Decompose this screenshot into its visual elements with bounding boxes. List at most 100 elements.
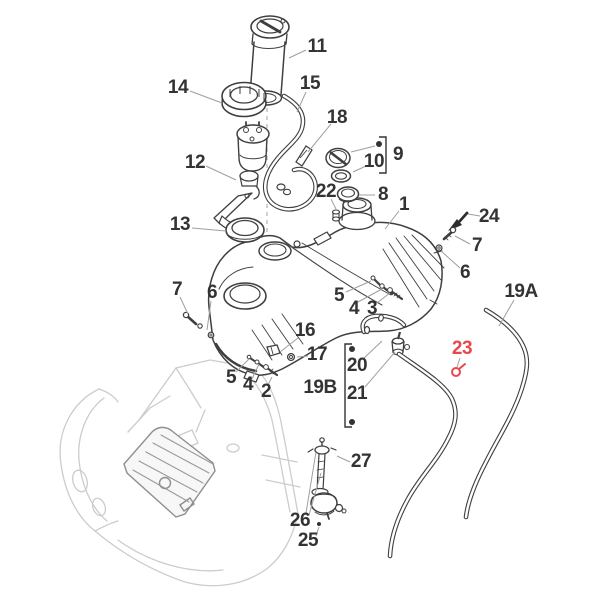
part-label-27[interactable]: 27 <box>350 451 372 472</box>
part-label-15[interactable]: 15 <box>299 73 321 94</box>
part-label-4-right[interactable]: 4 <box>348 298 360 319</box>
drain-hose <box>387 351 458 559</box>
bullet-dot <box>376 141 382 147</box>
leader-line-4-right <box>357 288 383 303</box>
tank-bracket-tab <box>313 231 332 246</box>
leader-line-6-right <box>440 250 461 269</box>
leader-line-12 <box>205 165 237 181</box>
part-label-10[interactable]: 10 <box>363 151 385 172</box>
screw-set-right <box>370 275 404 301</box>
bullet-dot <box>349 419 355 425</box>
hose-clip <box>295 145 313 167</box>
part-label-26[interactable]: 26 <box>289 510 311 531</box>
leader-line-7-left <box>179 296 189 315</box>
vent-hose <box>360 313 407 335</box>
group-bracket-9 <box>379 136 387 174</box>
part-label-23[interactable]: 23 <box>451 338 473 359</box>
part-label-5-right[interactable]: 5 <box>333 285 345 306</box>
leader-line-22 <box>330 198 337 210</box>
part-label-19B[interactable]: 19B <box>303 377 337 398</box>
floor-panel <box>123 426 216 518</box>
leader-line-23 <box>456 357 461 368</box>
pipe-clamp <box>266 344 281 357</box>
leader-line-26 <box>308 472 322 516</box>
leader-line-13 <box>191 227 227 232</box>
leader-line-21 <box>364 351 396 388</box>
leader-line-4-left <box>251 363 260 380</box>
fuel-pump-assembly <box>213 121 270 234</box>
breather-hose <box>262 93 318 212</box>
leader-line-20 <box>362 340 383 360</box>
leader-line-7-right <box>454 235 471 245</box>
bullet-dot <box>349 346 355 352</box>
group-bracket-19B <box>344 343 352 428</box>
part-label-4-left[interactable]: 4 <box>242 374 254 395</box>
part-label-8[interactable]: 8 <box>377 184 389 205</box>
highlighted-clip <box>451 363 466 377</box>
part-label-21[interactable]: 21 <box>346 383 368 404</box>
leader-line-17 <box>296 355 309 358</box>
leader-line-15 <box>296 91 307 113</box>
part-label-1[interactable]: 1 <box>398 194 410 215</box>
clamp-bolt <box>286 352 296 362</box>
part-label-25[interactable]: 25 <box>297 530 319 551</box>
hose-fitting <box>391 331 411 356</box>
leader-line-5-left <box>235 358 250 373</box>
screw-left <box>182 311 198 326</box>
part-label-20[interactable]: 20 <box>346 355 368 376</box>
leader-lines <box>179 49 515 537</box>
leader-line-27 <box>336 455 351 463</box>
neck-gasket <box>336 186 360 203</box>
leader-line-24 <box>467 213 481 217</box>
part-label-17[interactable]: 17 <box>306 344 328 365</box>
part-label-16[interactable]: 16 <box>294 320 316 341</box>
leader-line-9 <box>350 145 376 153</box>
tank-hatching <box>251 234 445 361</box>
part-label-19A[interactable]: 19A <box>504 281 538 302</box>
leader-line-6-left <box>206 300 212 331</box>
part-label-12[interactable]: 12 <box>184 152 206 173</box>
part-label-18[interactable]: 18 <box>326 107 348 128</box>
fuel-valve-assembly <box>307 437 347 520</box>
pump-bracket <box>213 192 253 225</box>
leader-line-5-right <box>345 280 372 293</box>
leader-line-1 <box>384 210 400 230</box>
leader-line-26 <box>305 451 317 514</box>
part-label-6-right[interactable]: 6 <box>459 262 471 283</box>
part-label-2[interactable]: 2 <box>260 381 272 402</box>
leader-line-3 <box>376 292 391 304</box>
leader-line-11 <box>288 49 307 59</box>
part-label-14[interactable]: 14 <box>167 77 189 98</box>
part-label-13[interactable]: 13 <box>169 214 191 235</box>
fuel-hose-19a <box>463 307 530 520</box>
seal-ring <box>225 217 265 243</box>
part-label-5-left[interactable]: 5 <box>225 367 237 388</box>
part-label-3[interactable]: 3 <box>366 298 378 319</box>
ring-nut <box>221 81 267 118</box>
leader-line-19A <box>498 299 515 327</box>
part-label-11[interactable]: 11 <box>307 36 327 57</box>
screw-set-left <box>246 354 279 377</box>
part-label-22[interactable]: 22 <box>315 181 337 202</box>
fuel-cap <box>325 147 351 169</box>
tank-neck-base <box>338 211 376 231</box>
leader-line-10 <box>352 165 367 173</box>
leader-line-18 <box>307 123 332 153</box>
washer-right <box>435 244 443 252</box>
bullet-dot <box>317 522 321 526</box>
part-label-24[interactable]: 24 <box>478 206 500 227</box>
leader-line-16 <box>279 337 299 353</box>
part-label-7-right[interactable]: 7 <box>471 235 483 256</box>
leader-line-2 <box>267 376 273 386</box>
part-label-7-left[interactable]: 7 <box>171 279 183 300</box>
washer-left <box>197 323 215 339</box>
leader-line-14 <box>189 90 223 104</box>
vent-nipple <box>331 209 341 222</box>
part-label-9[interactable]: 9 <box>392 144 404 165</box>
part-label-6-left[interactable]: 6 <box>206 282 218 303</box>
fuel-tank-body <box>207 197 445 383</box>
cap-gasket <box>330 169 352 183</box>
